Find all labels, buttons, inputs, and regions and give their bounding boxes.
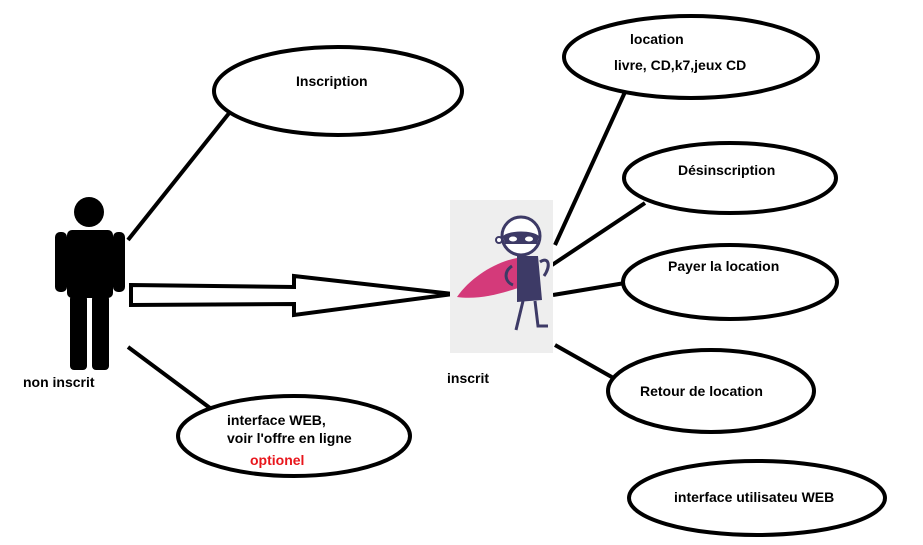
actor-non-inscrit-label: non inscrit (23, 374, 95, 390)
usecase-inscription-label: Inscription (296, 73, 368, 89)
line-noninscrit-inscription (126, 110, 232, 242)
line-inscrit-desinscription (550, 201, 647, 267)
actor-inscrit-label: inscrit (447, 370, 490, 386)
usecase-location-detail: livre, CD,k7,jeux CD (614, 57, 747, 73)
usecase-retour-label: Retour de location (640, 383, 763, 399)
line-inscrit-retour (554, 343, 618, 382)
usecase-interface-utilisateur (627, 459, 887, 537)
usecase-location-label: location (630, 31, 684, 47)
line-inscrit-location (553, 91, 627, 246)
usecase-interface-web (176, 394, 412, 478)
usecase-payer-label: Payer la location (668, 258, 780, 274)
line-inscrit-payer (552, 281, 626, 297)
use-case-ellipses (176, 14, 887, 537)
line-noninscrit-interfaceweb (126, 345, 212, 410)
actor-non-inscrit-figure (55, 197, 125, 370)
usecase-desinscription (622, 141, 838, 215)
usecase-payer (621, 243, 839, 321)
usecase-retour (606, 348, 816, 434)
association-lines (126, 91, 647, 410)
usecase-interface-web-label: interface WEB, (227, 412, 326, 428)
usecase-interface-web-detail: voir l'offre en ligne (227, 430, 352, 446)
usecase-desinscription-label: Désinscription (678, 162, 776, 178)
usecase-inscription (212, 45, 464, 137)
usecase-location (562, 14, 820, 100)
generalization-arrow (129, 273, 454, 318)
actor-inscrit-figure (450, 200, 553, 353)
usecase-interface-web-note: optionel (250, 452, 305, 468)
usecase-interface-utilisateur-label: interface utilisateu WEB (674, 489, 835, 505)
